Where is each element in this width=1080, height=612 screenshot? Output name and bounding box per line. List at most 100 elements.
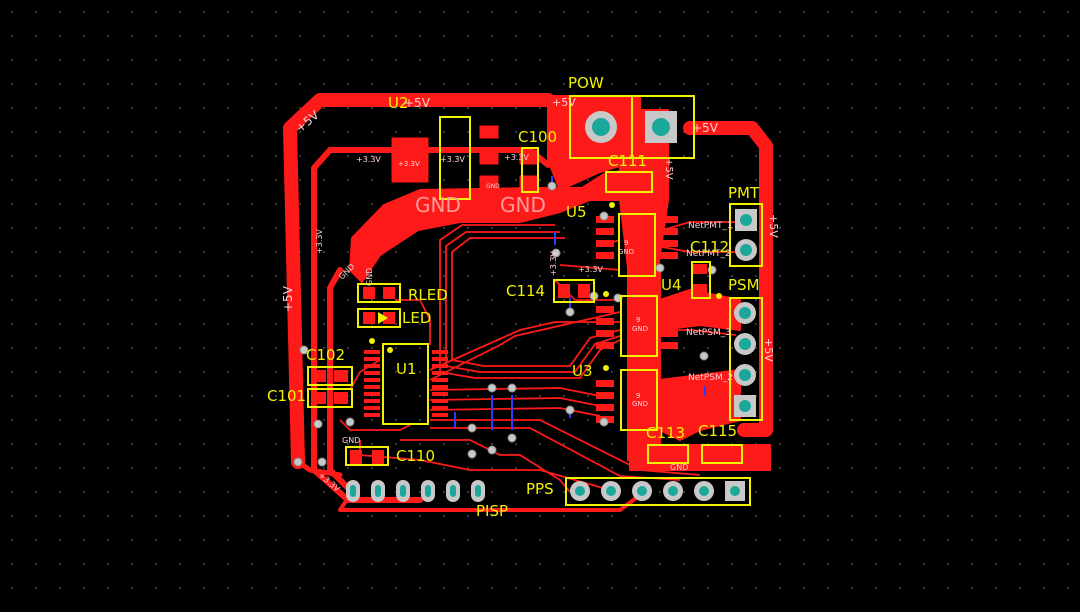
label-c110: C110	[396, 447, 435, 465]
net-label-netpsm3: NetPSM_3	[686, 328, 731, 338]
net-label-3v3: +3.3V	[504, 153, 529, 162]
psm-pad-hole	[739, 400, 751, 412]
net-label-5v: +5V	[281, 285, 295, 312]
net-label-gnd: GND	[365, 268, 374, 286]
bus-trace	[430, 419, 701, 476]
net-label-5v: +5V	[692, 121, 719, 135]
via	[599, 417, 609, 427]
net-label-netpmt1: NetPMT_1	[688, 221, 733, 231]
via	[487, 445, 497, 455]
label-pps: PPS	[526, 480, 554, 498]
c111-pad-1	[609, 175, 625, 191]
net-label-gnd: GND	[632, 325, 648, 333]
u4-outline	[620, 295, 658, 357]
net-label-pin: 9	[624, 239, 628, 247]
c101-pad	[334, 392, 348, 404]
pps-outline	[565, 477, 751, 506]
c111-pad-2	[633, 175, 649, 191]
label-c114: C114	[506, 282, 545, 300]
u2-pad-1	[479, 125, 499, 139]
c100-outline	[521, 147, 539, 193]
via	[507, 383, 517, 393]
net-label-5v: +5V	[404, 96, 431, 110]
pisp-pad-hole	[400, 485, 406, 497]
u3-pad	[660, 404, 678, 411]
u5-pad	[660, 252, 678, 259]
u1-pads-left	[364, 350, 380, 417]
pmt-pad-1-hole	[740, 214, 752, 226]
via	[345, 417, 355, 427]
net-label-pin: 9	[636, 316, 640, 324]
pow-connector-pads	[585, 111, 677, 143]
via	[293, 457, 303, 467]
blue-bottom-traces	[454, 176, 706, 430]
led-polarity-arrow	[378, 312, 388, 324]
p5v-outer-trace	[283, 93, 555, 469]
u3-pad	[660, 416, 678, 423]
net-label-gnd: GND	[632, 400, 648, 408]
via	[655, 263, 665, 273]
net-label-3v3: +3.3V	[440, 155, 465, 164]
net-label-gnd-large: GND	[500, 193, 546, 217]
psm-pad-hole	[739, 369, 751, 381]
c110-outline	[345, 446, 389, 466]
label-pow: POW	[568, 74, 604, 92]
c111-outline	[605, 171, 653, 193]
bus-trace	[429, 407, 601, 417]
ic-pads	[312, 216, 738, 464]
u3-pad	[660, 392, 678, 399]
pin1-dot	[609, 202, 615, 208]
pmt-outline	[729, 203, 763, 267]
u5-pad	[660, 228, 678, 235]
net-label-netpmt2: NetPMT_2	[686, 249, 731, 259]
bus-trace	[699, 404, 741, 421]
pmt-pad-2-hole	[740, 244, 752, 256]
led-pad	[383, 312, 395, 324]
label-u4: U4	[661, 276, 682, 294]
c113-outline	[647, 444, 689, 464]
u5-outline	[618, 213, 656, 277]
label-c100: C100	[518, 128, 557, 146]
c114-outline	[553, 279, 595, 303]
c102-outline	[307, 366, 353, 386]
net-label-3v3: +3.3V	[398, 160, 420, 168]
c113-pad	[652, 448, 664, 460]
via	[565, 405, 575, 415]
net-label-5v: +5V	[767, 214, 780, 238]
bus-trace	[559, 264, 621, 271]
pisp-pad-hole	[450, 485, 456, 497]
psm-outline	[729, 297, 763, 421]
via	[565, 307, 575, 317]
bus-trace	[400, 439, 571, 493]
u2-pad-3	[479, 175, 499, 189]
u3-pad	[660, 380, 678, 387]
c110-pad	[350, 450, 362, 464]
c101-pad	[312, 392, 326, 404]
via	[551, 248, 561, 258]
label-psm: PSM	[728, 276, 760, 294]
label-u5: U5	[566, 203, 587, 221]
u4-pad	[660, 342, 678, 349]
p5v-top-right-trace	[683, 121, 773, 437]
u4-pad	[596, 318, 614, 325]
psm-pad-hole	[739, 307, 751, 319]
u4-pad	[660, 318, 678, 325]
via	[467, 423, 477, 433]
via	[699, 351, 709, 361]
net-label-gnd-large: GND	[415, 193, 461, 217]
u3-pad	[596, 404, 614, 411]
gnd-bottom-trace	[338, 490, 642, 512]
bus-trace	[439, 224, 621, 379]
u4-pad	[660, 330, 678, 337]
net-label-5v: +5V	[762, 338, 775, 362]
net-label-gnd: GND	[618, 248, 634, 256]
c112-pad	[693, 264, 707, 274]
u2-tab-pad	[391, 137, 429, 183]
pisp-pad-hole	[425, 485, 431, 497]
c115-pad	[706, 448, 718, 460]
pps-pad-hole	[606, 486, 616, 496]
pps-pad-hole	[637, 486, 647, 496]
pin1-dot	[387, 347, 393, 353]
c115-outline	[701, 444, 743, 464]
c102-pad	[334, 370, 348, 382]
